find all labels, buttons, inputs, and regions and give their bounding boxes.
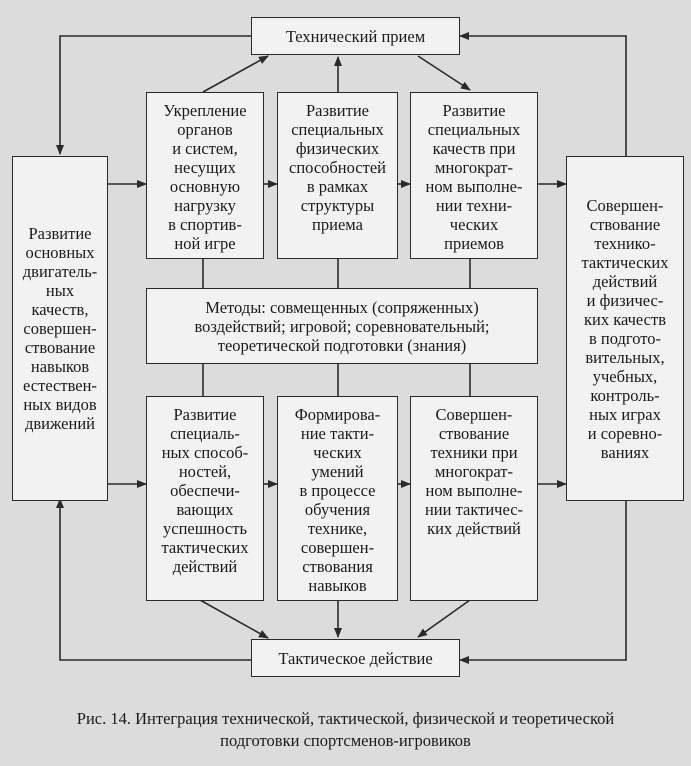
box-upper-special-physical: Развитие специальных физических способно… bbox=[277, 92, 398, 259]
box-tactical-action: Тактическое действие bbox=[251, 639, 460, 677]
arrow-technique-to-left bbox=[56, 35, 251, 155]
arrow-tactical-to-left bbox=[56, 498, 251, 661]
box-technical-technique: Технический прием bbox=[251, 17, 460, 55]
box-right-improvement-games: Совершен- ствование технико- тактических… bbox=[566, 156, 684, 501]
figure-caption-line1: Рис. 14. Интеграция технической, тактиче… bbox=[76, 709, 615, 728]
box-methods: Методы: совмещенных (сопряженных) воздей… bbox=[146, 288, 538, 364]
box-lower-technique-improvement: Совершен- ствование техники при многокра… bbox=[410, 396, 538, 601]
box-upper-organs-systems: Укрепление органов и систем, несущих осн… bbox=[146, 92, 264, 259]
box-lower-tactical-skills: Формирова- ние такти- ческих умений в пр… bbox=[277, 396, 398, 601]
arrow-right-to-tactical bbox=[459, 499, 627, 664]
arrow-lower3-to-tactical bbox=[417, 599, 471, 638]
arrow-technique-to-upper3 bbox=[417, 55, 471, 91]
arrow-upper1-to-technique bbox=[202, 55, 269, 93]
arrow-lower1-to-tactical bbox=[199, 599, 269, 639]
box-lower-special-abilities: Развитие специаль- ных способ- ностей, о… bbox=[146, 396, 264, 601]
arrow-right-to-technique bbox=[459, 32, 627, 156]
figure-caption-line2: подготовки спортсменов-игровиков bbox=[220, 731, 471, 750]
box-upper-special-qualities: Развитие специальных качеств при многокр… bbox=[410, 92, 538, 259]
box-left-motor-qualities: Развитие основных двигатель- ных качеств… bbox=[12, 156, 108, 501]
